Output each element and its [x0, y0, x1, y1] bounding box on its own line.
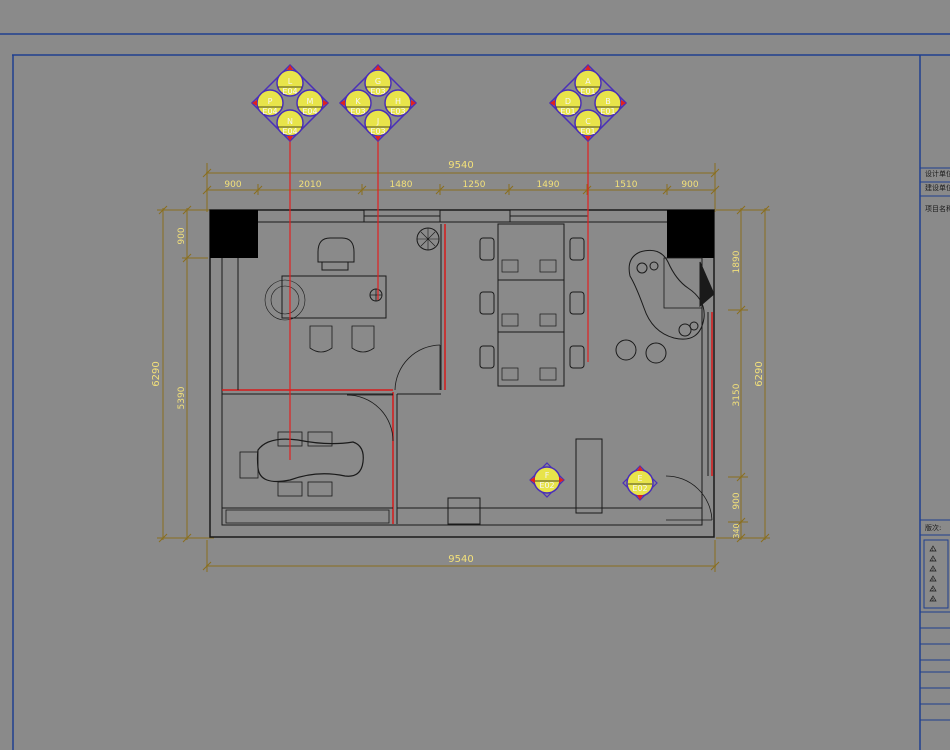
office-furniture — [264, 227, 440, 353]
top-dim-segment-5: 1490 — [537, 180, 560, 190]
elevation-symbol-right: A E01 D E01 B E01 C E01 — [548, 63, 628, 143]
right-dim-segment-2: 3150 — [732, 383, 742, 406]
marker-code: E02 — [539, 481, 554, 490]
interior-partitions — [222, 224, 713, 524]
leader-lines — [289, 130, 589, 460]
top-dim-segment-6: 1510 — [615, 180, 638, 190]
symbol-letter: N — [287, 117, 293, 126]
top-overall-dimension: 9540 — [448, 160, 473, 171]
elevation-symbol-middle: G E03 K E03 H E03 J E03 — [338, 63, 418, 143]
symbol-letter: A — [585, 77, 591, 86]
title-block-row-3: 项目名称 — [925, 204, 950, 213]
top-dimension-lines — [202, 163, 720, 212]
marker-letter: F — [545, 471, 550, 480]
symbol-code: E03 — [350, 107, 365, 116]
elevation-marker-f: F E02 — [529, 462, 565, 498]
left-dimension-lines — [157, 205, 214, 543]
right-dim-segment-4: 340 — [732, 523, 741, 538]
elevation-marker-e: E E02 — [622, 465, 658, 501]
revision-mark-6: 6 — [932, 598, 934, 602]
top-dim-segment-4: 1250 — [463, 180, 486, 190]
right-dimension-lines — [716, 205, 770, 543]
symbol-letter: L — [288, 77, 293, 86]
top-dim-segment-2: 2010 — [299, 180, 322, 190]
left-dim-segment-2: 5390 — [177, 386, 187, 409]
symbol-code: E04 — [282, 127, 297, 136]
title-block-row-2: 建设单位: — [925, 183, 950, 192]
symbol-code: E03 — [390, 107, 405, 116]
symbol-code: E03 — [370, 87, 385, 96]
symbol-code: E01 — [580, 87, 595, 96]
top-dim-segment-7: 900 — [681, 180, 698, 190]
revision-label: 版次: — [925, 523, 941, 532]
symbol-letter: J — [376, 117, 379, 126]
bottom-overall-dimension: 9540 — [448, 554, 473, 565]
symbol-code: E03 — [370, 127, 385, 136]
interior-walls — [222, 224, 709, 524]
symbol-letter: D — [565, 97, 571, 106]
symbol-code: E04 — [302, 107, 317, 116]
column-top-right — [667, 210, 714, 258]
symbol-code: E01 — [600, 107, 615, 116]
office-desk — [281, 275, 387, 319]
top-dim-segment-1: 900 — [224, 180, 241, 190]
left-overall-dimension: 6290 — [151, 361, 162, 386]
left-dim-segment-1: 900 — [177, 227, 187, 244]
office-chair — [317, 237, 355, 271]
symbol-code: E01 — [560, 107, 575, 116]
elevation-symbol-left: L E04 P E04 M E04 N E04 — [250, 63, 330, 143]
column-top-left — [210, 210, 258, 258]
door-swings — [346, 344, 713, 521]
right-dim-segment-1: 1890 — [732, 250, 742, 273]
revision-mark-2: 2 — [932, 558, 934, 562]
revision-mark-1: 1 — [932, 548, 934, 552]
right-overall-dimension: 6290 — [754, 361, 765, 386]
symbol-code: E04 — [282, 87, 297, 96]
symbol-code: E01 — [580, 127, 595, 136]
bottom-dimension-lines — [202, 540, 720, 572]
symbol-letter: P — [268, 97, 273, 106]
symbol-letter: G — [375, 77, 381, 86]
symbol-letter: B — [605, 97, 611, 106]
meeting-table — [256, 438, 364, 483]
revision-mark-5: 5 — [932, 588, 934, 592]
symbol-letter: C — [585, 117, 591, 126]
meeting-furniture — [239, 431, 364, 497]
title-block-row-1: 设计单位: — [925, 169, 950, 178]
marker-code: E02 — [632, 484, 647, 493]
windows — [363, 209, 589, 223]
title-block — [920, 167, 950, 721]
symbol-letter: K — [355, 97, 361, 106]
exterior-walls — [209, 209, 715, 538]
right-dim-segment-3: 900 — [732, 492, 742, 509]
conference-table — [497, 223, 565, 387]
sheet-frame — [0, 33, 950, 750]
revision-triangles — [929, 545, 937, 602]
top-dim-segment-3: 1480 — [390, 180, 413, 190]
symbol-letter: H — [395, 97, 401, 106]
marker-letter: E — [637, 474, 642, 483]
revision-mark-4: 4 — [932, 578, 935, 582]
conference-furniture — [479, 223, 667, 387]
lounge-counter — [447, 249, 715, 525]
symbol-code: E04 — [262, 107, 277, 116]
revision-mark-3: 3 — [932, 568, 934, 572]
symbol-letter: M — [307, 97, 314, 106]
